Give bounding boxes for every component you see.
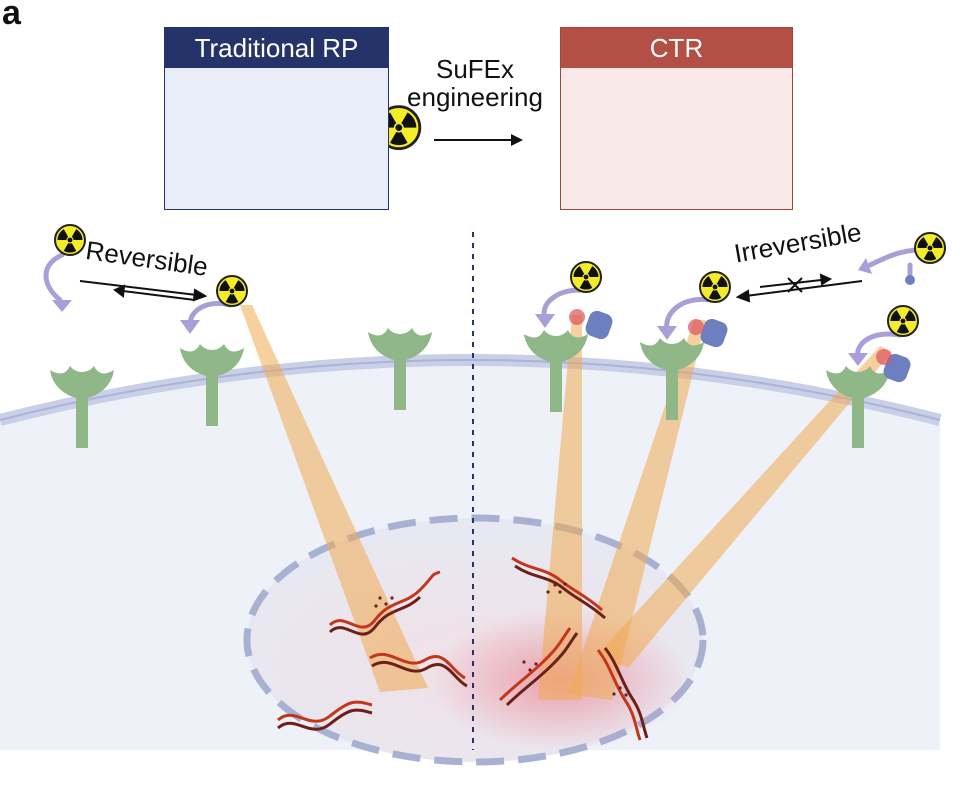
- panel-letter: a: [2, 0, 21, 32]
- equilibrium-arrows: [79, 273, 863, 303]
- covalent-warhead: [585, 310, 911, 383]
- ctr-box: CTR: [560, 27, 793, 210]
- ctr-title: CTR: [561, 28, 792, 68]
- traditional-rp-title: Traditional RP: [165, 28, 388, 68]
- transition-arrow: [434, 134, 523, 146]
- traditional-rp-box: Traditional RP: [164, 27, 389, 210]
- nuclear-envelope: [243, 514, 707, 766]
- dna-helix-icon: [277, 556, 649, 741]
